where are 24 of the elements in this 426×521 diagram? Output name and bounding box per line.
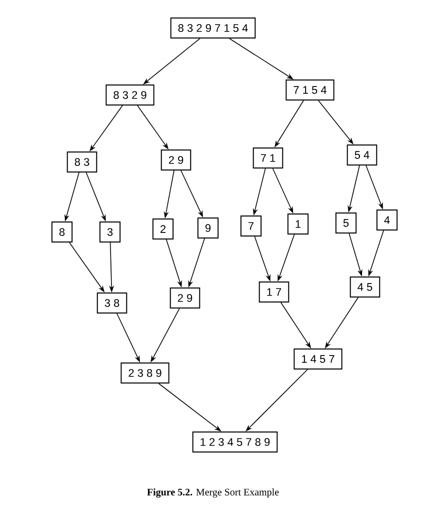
number-box: 1 4 5 7	[294, 348, 342, 370]
number-box: 1 2 3 4 5 7 8 9	[192, 432, 278, 452]
number-box: 7 1	[252, 148, 284, 168]
arrow	[246, 369, 308, 432]
number-box: 8 3 2 9	[106, 84, 154, 106]
number-box: 8	[51, 222, 73, 242]
number-box: 1	[287, 214, 309, 234]
number-box: 5	[335, 212, 357, 234]
number-box: 3	[99, 222, 121, 242]
number-box: 2 9	[160, 150, 192, 170]
number-box: 7	[240, 216, 262, 236]
caption: Figure 5.2. Merge Sort Example	[147, 488, 279, 498]
number-box: 4 5	[350, 276, 380, 298]
number-box: 8 3	[66, 152, 98, 172]
number-box: 2 3 8 9	[120, 362, 170, 384]
number-box: 5 4	[346, 144, 378, 166]
number-box: 2	[152, 218, 174, 240]
number-box: 4	[376, 210, 398, 230]
number-box: 1 7	[258, 282, 290, 302]
number-box: 2 9	[170, 288, 200, 308]
number-box: 9	[197, 218, 219, 238]
number-box: 7 1 5 4	[286, 80, 334, 100]
number-box: 8 3 2 9 7 1 5 4	[170, 18, 256, 38]
number-box: 3 8	[96, 292, 128, 314]
